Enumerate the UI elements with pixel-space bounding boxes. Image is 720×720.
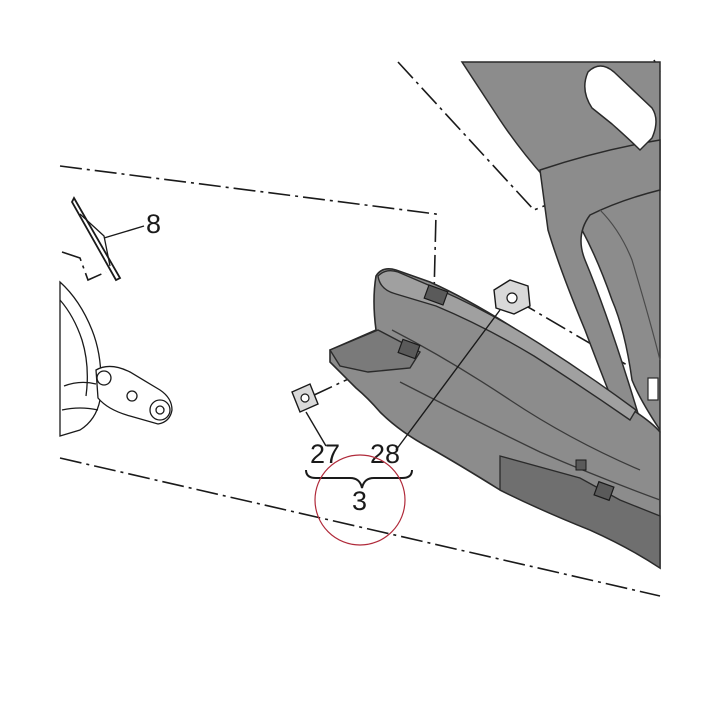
- left-mechanical-assembly: [59, 280, 173, 437]
- part-27-hole: [300, 393, 310, 403]
- body-panel-lower-arm: [539, 139, 661, 421]
- part-28-clip: [395, 279, 531, 451]
- boundary-line-bottom: [59, 457, 661, 597]
- lower-cover-bottom-fold: [499, 455, 661, 570]
- lower-cover: [328, 268, 661, 570]
- mechanism-housing-inner: [59, 299, 88, 397]
- lower-cover-ridge: [391, 329, 641, 471]
- body-panel-inner-edge: [599, 209, 661, 361]
- clip-right-small: [647, 377, 659, 401]
- part-8-leader: [103, 225, 145, 239]
- lower-cover-ridge-lower: [399, 381, 661, 501]
- group-brace: [305, 469, 413, 489]
- clip-slot-bottom: [593, 480, 615, 502]
- mechanism-housing: [59, 280, 102, 437]
- callout-3: 3: [352, 486, 367, 516]
- boundary-line-top: [59, 165, 437, 296]
- highlight-circle: [314, 454, 406, 546]
- part-8-edge: [79, 213, 111, 267]
- body-panel: [460, 61, 661, 433]
- pivot-bolt: [96, 370, 112, 386]
- clip-slot-mid: [397, 338, 421, 360]
- part-27-clip: [291, 383, 327, 447]
- part-8-plate: [70, 196, 122, 282]
- bracket-8-leader: [61, 251, 107, 282]
- mechanism-arm: [61, 381, 99, 411]
- pivot-bolt-small: [126, 390, 138, 402]
- part-27-leader: [305, 411, 327, 447]
- clip-slot-lower-left: [575, 459, 587, 471]
- part-28-leader: [395, 309, 501, 451]
- callout-28: 28: [370, 439, 400, 469]
- part-28-hole: [506, 292, 518, 304]
- lower-cover-flange: [328, 329, 421, 373]
- clip-slot-top: [423, 284, 449, 306]
- part-8-bracket: [70, 196, 145, 282]
- callout-8: 8: [146, 209, 161, 239]
- body-panel-window: [584, 65, 657, 152]
- callout-27: 27: [310, 439, 340, 469]
- shaft-end-bolt-inner: [155, 405, 165, 415]
- leader-line-to-bracket: [515, 299, 657, 383]
